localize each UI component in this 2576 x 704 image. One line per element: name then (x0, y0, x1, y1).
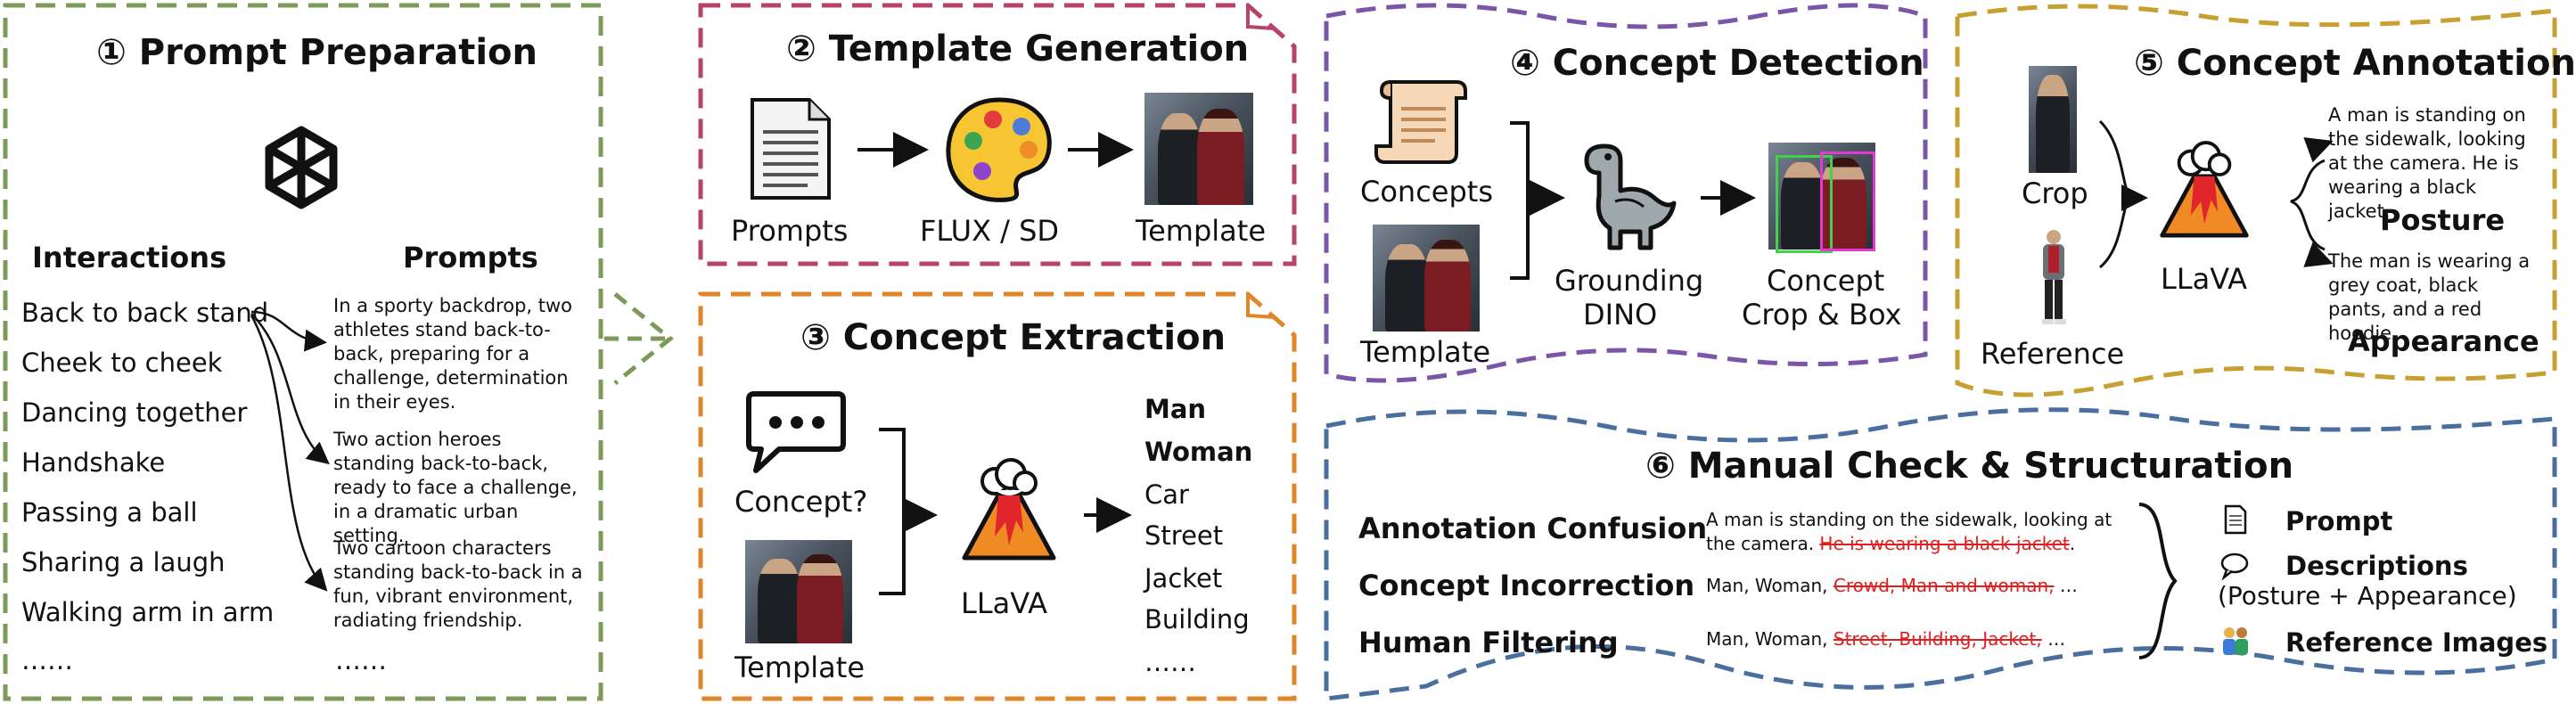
prompt-text: Two action heroes standing back-to-back,… (333, 429, 578, 546)
row-text: Man, Woman, Street, Building, Jacket, … (1706, 627, 2125, 651)
panel-3-border (698, 291, 1297, 701)
prompt-output-label: Prompt (2285, 506, 2393, 536)
panel-5-border (1955, 4, 2557, 397)
grounding-label: Grounding (1555, 264, 1704, 298)
concept-item: …… (1144, 647, 1196, 677)
llava-label: LLaVA (961, 586, 1047, 620)
prompts-header: Prompts (403, 241, 538, 274)
template-photo (1373, 225, 1480, 332)
llava-volcano-icon (2157, 141, 2252, 241)
concept-item: Building (1144, 604, 1250, 634)
reference-images-output-label: Reference Images (2285, 627, 2548, 658)
template-photo (1144, 93, 1253, 205)
green-chevron (613, 292, 674, 385)
dino-label: DINO (1583, 298, 1658, 332)
scroll-icon (1371, 75, 1471, 168)
reference-photo (2034, 228, 2073, 326)
people-icon (2219, 626, 2252, 656)
row-label: Human Filtering (1358, 626, 1619, 659)
interaction-item: Back to back stand (21, 298, 269, 328)
template-label: Template (1360, 335, 1491, 369)
row-label: Concept Incorrection (1358, 569, 1695, 602)
row-text: Man, Woman, Crowd, Man and woman, … (1706, 574, 2125, 598)
posture-label: Posture (2380, 203, 2506, 237)
interaction-item: …… (21, 645, 73, 675)
row-label: Annotation Confusion (1358, 512, 1708, 545)
concepts-label: Concepts (1360, 175, 1494, 209)
reference-label: Reference (1981, 337, 2125, 371)
panel-1-border (3, 3, 603, 701)
kept-text: Man, Woman, (1706, 628, 1834, 650)
descriptions-subtitle: (Posture + Appearance) (2218, 581, 2517, 610)
kept-text: Man, Woman, (1706, 575, 1834, 596)
openai-logo-icon (248, 118, 355, 225)
llava-label: LLaVA (2161, 262, 2247, 296)
appearance-label: Appearance (2348, 324, 2539, 358)
template-photo (745, 540, 852, 643)
concept-question-label: Concept? (734, 485, 868, 519)
concept-item: Man (1144, 394, 1207, 424)
panel-6-title: ⑥ Manual Check & Structuration (1645, 446, 2294, 487)
speech-bubble-icon (2219, 553, 2250, 581)
prompt-text: In a sporty backdrop, two athletes stand… (333, 295, 573, 413)
document-icon (2223, 504, 2248, 535)
crop-box-label: Crop & Box (1742, 298, 1902, 332)
panel-5-title: ⑤ Concept Annotation (2134, 43, 2576, 84)
interaction-item: Passing a ball (21, 497, 198, 528)
concept-item: Woman (1144, 437, 1253, 467)
panel-4-border (1324, 3, 1928, 383)
kept-text: A man is standing on the sidewalk, looki… (1706, 509, 2112, 554)
row-text: A man is standing on the sidewalk, looki… (1706, 508, 2125, 556)
model-label: FLUX / SD (920, 214, 1060, 248)
concept-box-photo (1768, 143, 1875, 253)
panel-4-title: ④ Concept Detection (1510, 43, 1924, 84)
palette-icon (943, 94, 1055, 203)
crop-label: Crop (2022, 176, 2088, 210)
tail-text: . (2069, 533, 2076, 554)
panel-6-border (1324, 407, 2557, 701)
struck-text: He is wearing a black jacket (1819, 533, 2070, 554)
panel-1-title: ① Prompt Preparation (96, 32, 537, 73)
prompt-text: Two cartoon characters standing back-to-… (333, 537, 583, 631)
panel-2-border (698, 3, 1297, 266)
bbox-woman (1820, 151, 1875, 251)
prompt-ellipsis: …… (335, 645, 387, 675)
right-brace (2138, 503, 2178, 659)
interaction-item: Handshake (21, 447, 166, 478)
template-label: Template (734, 651, 866, 684)
panel-2-title: ② Template Generation (786, 29, 1250, 70)
concept-item: Jacket (1144, 563, 1223, 593)
document-icon (745, 96, 834, 201)
struck-text: Crowd, Man and woman, (1833, 575, 2055, 596)
interaction-item: Dancing together (21, 397, 248, 428)
llava-volcano-icon (959, 458, 1059, 563)
prompts-label: Prompts (731, 214, 849, 248)
bbox-man (1776, 155, 1833, 253)
struck-text: Street, Building, Jacket, (1833, 628, 2042, 650)
speech-bubble-icon (743, 389, 849, 478)
concept-item: Street (1144, 520, 1224, 551)
concept-item: Car (1144, 479, 1189, 510)
interaction-item: Cheek to cheek (21, 348, 223, 378)
crop-photo (2029, 66, 2077, 173)
panel-3-title: ③ Concept Extraction (800, 317, 1226, 358)
template-label: Template (1136, 214, 1267, 248)
interactions-header: Interactions (32, 241, 227, 274)
interaction-item: Walking arm in arm (21, 597, 275, 627)
descriptions-output-label: Descriptions (2285, 551, 2468, 581)
posture-text: A man is standing on the sidewalk, looki… (2328, 104, 2526, 222)
interaction-item: Sharing a laugh (21, 547, 226, 577)
tail-text: … (2041, 628, 2066, 650)
dinosaur-icon (1569, 143, 1679, 251)
tail-text: … (2054, 575, 2078, 596)
appearance-text: The man is wearing a grey coat, black pa… (2328, 250, 2531, 344)
concept-label: Concept (1767, 264, 1885, 298)
